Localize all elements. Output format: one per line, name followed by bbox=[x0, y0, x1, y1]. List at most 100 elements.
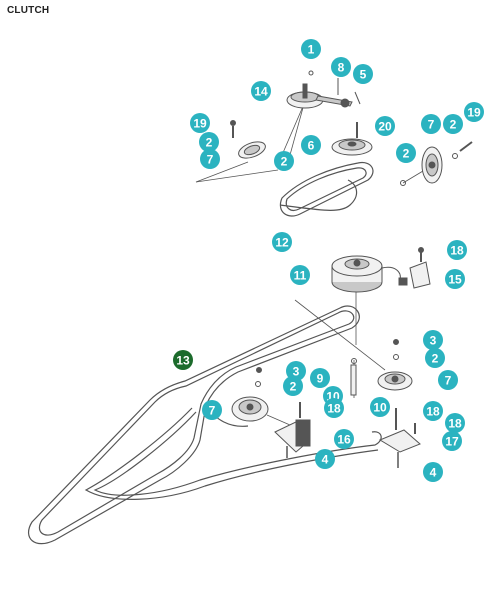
callout-part-2: 2 bbox=[283, 376, 303, 396]
page-title: CLUTCH bbox=[7, 5, 50, 16]
callout-part-2: 2 bbox=[443, 114, 463, 134]
callout-circle bbox=[370, 397, 390, 417]
callout-circle bbox=[425, 348, 445, 368]
callout-part-2: 2 bbox=[199, 132, 219, 152]
callout-circle bbox=[290, 265, 310, 285]
callout-part-8: 8 bbox=[331, 57, 351, 77]
callout-part-4: 4 bbox=[423, 462, 443, 482]
callout-circle bbox=[301, 39, 321, 59]
callout-number: 2 bbox=[432, 352, 439, 366]
callout-part-7: 7 bbox=[421, 114, 441, 134]
callout-circle bbox=[190, 113, 210, 133]
callout-number: 2 bbox=[290, 380, 297, 394]
callout-part-18: 18 bbox=[445, 413, 465, 433]
callout-part-9: 9 bbox=[310, 368, 330, 388]
idler-arm-assembly bbox=[286, 70, 361, 109]
callout-part-7: 7 bbox=[438, 370, 458, 390]
callout-number: 18 bbox=[448, 417, 462, 431]
pto-belt bbox=[279, 161, 374, 217]
idler-bracket-17 bbox=[378, 408, 421, 468]
callout-number: 16 bbox=[337, 433, 351, 447]
electric-clutch bbox=[331, 255, 408, 293]
callout-circle bbox=[310, 368, 330, 388]
callout-part-17: 17 bbox=[442, 431, 462, 451]
callout-number: 19 bbox=[193, 117, 207, 131]
callout-number: 17 bbox=[445, 435, 459, 449]
callout-circle bbox=[375, 116, 395, 136]
callout-circle bbox=[334, 429, 354, 449]
callout-part-7: 7 bbox=[200, 149, 220, 169]
callout-number: 2 bbox=[281, 155, 288, 169]
callout-part-19: 19 bbox=[190, 113, 210, 133]
pulley-7-left bbox=[230, 120, 266, 159]
spindle-pulley-left bbox=[231, 367, 269, 422]
callout-number: 15 bbox=[448, 273, 462, 287]
callout-number: 5 bbox=[360, 68, 367, 82]
callout-number: 7 bbox=[445, 374, 452, 388]
idler-bracket-16 bbox=[274, 402, 311, 458]
callout-circle bbox=[202, 400, 222, 420]
callout-part-18: 18 bbox=[324, 398, 344, 418]
callout-circle bbox=[331, 57, 351, 77]
callout-circle bbox=[173, 350, 193, 370]
callout-part-20: 20 bbox=[375, 116, 395, 136]
callout-number: 10 bbox=[373, 401, 387, 415]
callout-circle bbox=[423, 401, 443, 421]
callout-circle bbox=[301, 135, 321, 155]
callout-number: 4 bbox=[322, 453, 329, 467]
callout-circle bbox=[272, 232, 292, 252]
deck-belt bbox=[27, 305, 382, 545]
callout-part-2: 2 bbox=[425, 348, 445, 368]
callout-number: 3 bbox=[430, 334, 437, 348]
callout-part-16: 16 bbox=[334, 429, 354, 449]
callout-number: 1 bbox=[308, 43, 315, 57]
callout-part-12: 12 bbox=[272, 232, 292, 252]
callout-circle bbox=[421, 114, 441, 134]
callout-part-7: 7 bbox=[202, 400, 222, 420]
callout-number: 2 bbox=[206, 136, 213, 150]
callout-number: 7 bbox=[207, 153, 214, 167]
callout-circle bbox=[324, 398, 344, 418]
callout-number: 2 bbox=[403, 147, 410, 161]
callout-number: 13 bbox=[176, 354, 190, 368]
pulley-6 bbox=[331, 122, 373, 156]
callout-circle bbox=[423, 330, 443, 350]
callout-part-3: 3 bbox=[423, 330, 443, 350]
callout-number: 8 bbox=[338, 61, 345, 75]
callout-part-4: 4 bbox=[315, 449, 335, 469]
callout-circle bbox=[283, 376, 303, 396]
callout-number: 7 bbox=[428, 118, 435, 132]
callout-circle bbox=[438, 370, 458, 390]
callout-circle bbox=[445, 269, 465, 289]
callout-part-5: 5 bbox=[353, 64, 373, 84]
callout-number: 18 bbox=[327, 402, 341, 416]
callout-part-1: 1 bbox=[301, 39, 321, 59]
callout-number: 14 bbox=[254, 85, 268, 99]
callout-circle bbox=[442, 431, 462, 451]
callout-number: 3 bbox=[293, 365, 300, 379]
callout-number: 2 bbox=[450, 118, 457, 132]
callout-number: 18 bbox=[450, 244, 464, 258]
callout-circle bbox=[464, 102, 484, 122]
callout-part-14: 14 bbox=[251, 81, 271, 101]
callout-circle bbox=[286, 361, 306, 381]
callout-part-19: 19 bbox=[464, 102, 484, 122]
callout-circle bbox=[199, 132, 219, 152]
callout-circle bbox=[200, 149, 220, 169]
callout-circle bbox=[315, 449, 335, 469]
callout-circle bbox=[445, 413, 465, 433]
callout-circle bbox=[443, 114, 463, 134]
callout-part-11: 11 bbox=[290, 265, 310, 285]
callout-part-2: 2 bbox=[274, 151, 294, 171]
callout-number: 18 bbox=[426, 405, 440, 419]
callout-part-18: 18 bbox=[447, 240, 467, 260]
callout-circle bbox=[353, 64, 373, 84]
callout-circle bbox=[447, 240, 467, 260]
callout-number: 6 bbox=[308, 139, 315, 153]
callout-circle bbox=[251, 81, 271, 101]
callout-number: 11 bbox=[294, 269, 307, 283]
callout-part-6: 6 bbox=[301, 135, 321, 155]
callout-number: 12 bbox=[275, 236, 289, 250]
